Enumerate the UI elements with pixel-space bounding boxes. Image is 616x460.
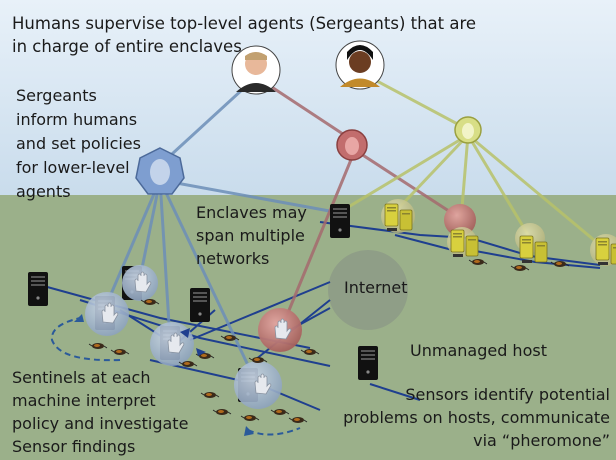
pheromone-arrows [50, 317, 301, 436]
unmanaged-host-label: Unmanaged host [410, 341, 547, 360]
human-supervisor-icon [335, 40, 385, 90]
sentinel-hand-icon [258, 308, 302, 352]
unmanaged-server-icon [358, 346, 378, 380]
internet-cloud [328, 250, 408, 330]
arrow-head [196, 348, 206, 356]
title-line-2: in charge of entire enclaves [12, 37, 242, 56]
arrow-head [74, 314, 84, 322]
sentinels-label: Sentinels at each machine interpret poli… [12, 368, 189, 456]
sensors-label: Sensors identify potential problems on h… [343, 385, 610, 450]
human-supervisor-icon [231, 45, 281, 95]
arrow-head [244, 426, 254, 436]
sergeant-head-icon [135, 147, 185, 195]
title-line-1: Humans supervise top-level agents (Serge… [12, 14, 477, 33]
sentinel-hand-icon [444, 204, 476, 236]
sergeant-head-icon [336, 129, 368, 161]
internet-label: Internet [344, 278, 408, 297]
server-tower-icon [28, 272, 48, 306]
sergeants-label: Sergeants inform humans and set policies… [16, 86, 141, 201]
sky-background [0, 0, 616, 195]
sentinel-hand-icon [234, 361, 282, 409]
red-command-lines [257, 76, 456, 321]
server-tower-icon [190, 288, 210, 322]
sentinel-hand-icon [150, 322, 194, 366]
sentinel-hand-icon [85, 292, 129, 336]
server-tower-icon [330, 204, 350, 238]
arrow-head [180, 328, 190, 338]
sergeant-head-icon [454, 116, 482, 144]
sentinel-hand-icon [122, 265, 158, 301]
enclaves-label: Enclaves may span multiple networks [196, 203, 307, 268]
blue-command-lines [103, 76, 336, 381]
